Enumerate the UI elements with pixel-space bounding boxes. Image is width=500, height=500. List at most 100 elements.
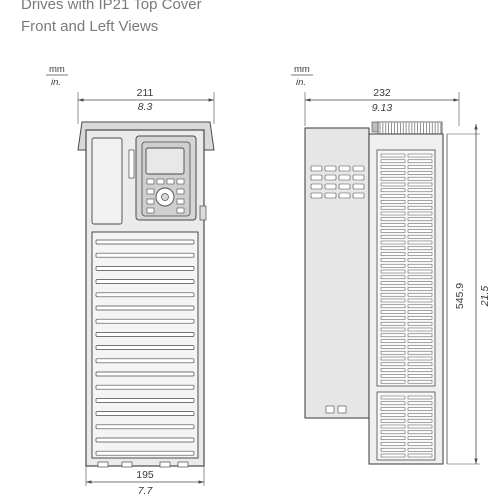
heatsink-slot — [380, 287, 406, 291]
heatsink-slot — [407, 304, 433, 309]
heatsink-slot — [407, 252, 433, 256]
front-slat — [95, 332, 195, 337]
heatsink-slot — [380, 188, 406, 193]
heatsink-slot — [380, 447, 406, 452]
side-height-mm: 545.9 — [454, 283, 466, 309]
heatsink-slot — [380, 368, 406, 372]
heatsink-slot — [380, 194, 406, 198]
heatsink-slot — [407, 447, 433, 452]
heatsink-slot — [407, 275, 433, 280]
front-slat — [95, 345, 195, 350]
side-heatsink-slots — [380, 153, 433, 458]
heatsink-slot — [380, 310, 406, 314]
heatsink-slot — [407, 374, 433, 378]
front-vent-slats — [95, 239, 195, 456]
front-unit-in: in. — [51, 77, 61, 88]
side-vent-slot — [324, 192, 337, 199]
heatsink-slot — [407, 356, 433, 361]
heatsink-slot — [380, 379, 406, 384]
front-slat — [95, 252, 195, 258]
side-left-body — [304, 127, 370, 419]
heatsink-slot — [407, 430, 433, 435]
side-height-in: 21.5 — [479, 286, 491, 308]
keypad-display — [145, 147, 185, 175]
heatsink-slot — [407, 424, 433, 429]
heatsink-slot — [407, 159, 433, 164]
side-depth-mm: 232 — [373, 87, 391, 99]
heatsink-slot — [380, 153, 406, 158]
heatsink-slot — [380, 407, 406, 411]
front-width-top-in: 8.3 — [138, 101, 153, 113]
side-vent-slot — [338, 192, 351, 199]
heatsink-slot — [380, 165, 406, 169]
heatsink-slot — [407, 263, 433, 268]
side-vent-slot — [310, 174, 323, 181]
front-slat — [95, 411, 195, 416]
keypad-nav-center — [161, 193, 169, 201]
heatsink-slot — [380, 275, 406, 280]
front-width-bottom-in: 7.7 — [138, 485, 154, 497]
heatsink-slot — [380, 234, 406, 239]
heatsink-slot — [380, 418, 406, 423]
heatsink-slot — [380, 171, 406, 175]
side-view: mm in. 232 9.13 545.9 21.5 — [291, 64, 491, 465]
front-slat — [95, 371, 195, 377]
heatsink-slot — [380, 430, 406, 435]
heatsink-slot — [407, 436, 433, 440]
heatsink-slot — [380, 159, 406, 164]
heatsink-slot — [380, 453, 406, 458]
heatsink-slot — [407, 258, 433, 262]
front-slat — [95, 384, 195, 390]
side-vent-slot — [338, 183, 351, 190]
heatsink-slot — [380, 200, 406, 204]
side-left-vent-grid — [310, 165, 365, 199]
heatsink-top-fins — [377, 121, 443, 137]
heatsink-slot — [407, 188, 433, 193]
side-unit-mm: mm — [294, 64, 310, 75]
front-slat — [95, 318, 195, 324]
heatsink-slot — [407, 200, 433, 204]
side-vent-slot — [352, 183, 365, 190]
front-slat — [95, 305, 195, 311]
diagram-title-line2: Front and Left Views — [21, 18, 159, 35]
heatsink-slot — [407, 211, 433, 216]
side-unit-in: in. — [296, 77, 306, 88]
heatsink-slot — [407, 350, 433, 355]
side-vent-slot — [338, 174, 351, 181]
heatsink-slot — [380, 362, 406, 367]
heatsink-slot — [380, 316, 406, 320]
front-slat — [95, 292, 195, 298]
side-top-latch — [371, 121, 379, 133]
front-slat — [95, 279, 195, 284]
heatsink-slot — [380, 356, 406, 361]
heatsink-slot — [380, 327, 406, 332]
heatsink-slot — [380, 339, 406, 343]
heatsink-slot — [407, 217, 433, 222]
heatsink-slot — [380, 374, 406, 378]
heatsink-slot — [380, 395, 406, 400]
heatsink-slot — [380, 442, 406, 446]
heatsink-slot — [407, 395, 433, 400]
side-bottom-tabs — [325, 405, 347, 414]
heatsink-slot — [380, 333, 406, 338]
heatsink-slot — [380, 269, 406, 274]
keypad-side-tab — [128, 149, 135, 179]
front-bottom-glands — [97, 461, 189, 468]
front-lower-cover — [91, 231, 199, 459]
front-side-connector — [199, 205, 207, 221]
heatsink-slot — [407, 413, 433, 417]
side-vent-slot — [338, 165, 351, 172]
heatsink-slot — [407, 229, 433, 233]
heatsink-slot — [407, 223, 433, 227]
heatsink-slot — [380, 401, 406, 406]
heatsink-slot — [380, 345, 406, 349]
heatsink-slot — [407, 316, 433, 320]
heatsink-slot — [407, 442, 433, 446]
front-slat — [95, 450, 195, 456]
heatsink-slot — [380, 350, 406, 355]
front-left-door — [91, 137, 123, 225]
heatsink-slot — [380, 424, 406, 429]
heatsink-slot — [380, 413, 406, 417]
side-vent-slot — [310, 183, 323, 190]
heatsink-slot — [407, 418, 433, 423]
